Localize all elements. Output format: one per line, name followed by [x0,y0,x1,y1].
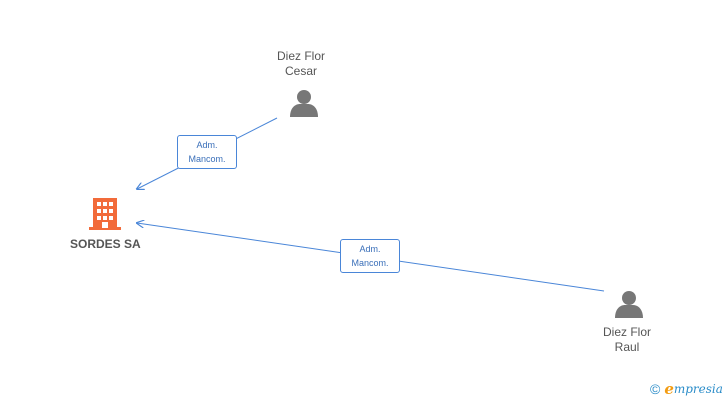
person-cesar-line1: Diez Flor [276,49,325,63]
edge-cesar-line2: Mancom. [188,154,226,164]
edge-raul-line1: Adm. [359,244,381,254]
person-icon[interactable] [614,290,644,319]
person-name-cesar[interactable]: Diez Flor Cesar [253,49,349,79]
person-raul-line1: Diez Flor [602,325,651,339]
building-icon[interactable] [89,196,121,232]
person-raul-line2: Raul [614,340,640,354]
brand-initial: e [664,380,674,398]
person-name-raul[interactable]: Diez Flor Raul [579,325,675,355]
brand-watermark: © e mpresia [650,380,723,398]
company-name[interactable]: SORDES SA [70,237,141,251]
copyright-icon: © [650,381,661,397]
edge-cesar-line1: Adm. [196,140,218,150]
brand-name: mpresia [673,382,723,396]
edge-label-raul[interactable]: Adm. Mancom. [340,239,400,273]
person-icon[interactable] [289,89,319,118]
edge-label-cesar[interactable]: Adm. Mancom. [177,135,237,169]
edge-raul-line2: Mancom. [351,258,389,268]
person-cesar-line2: Cesar [284,64,317,78]
